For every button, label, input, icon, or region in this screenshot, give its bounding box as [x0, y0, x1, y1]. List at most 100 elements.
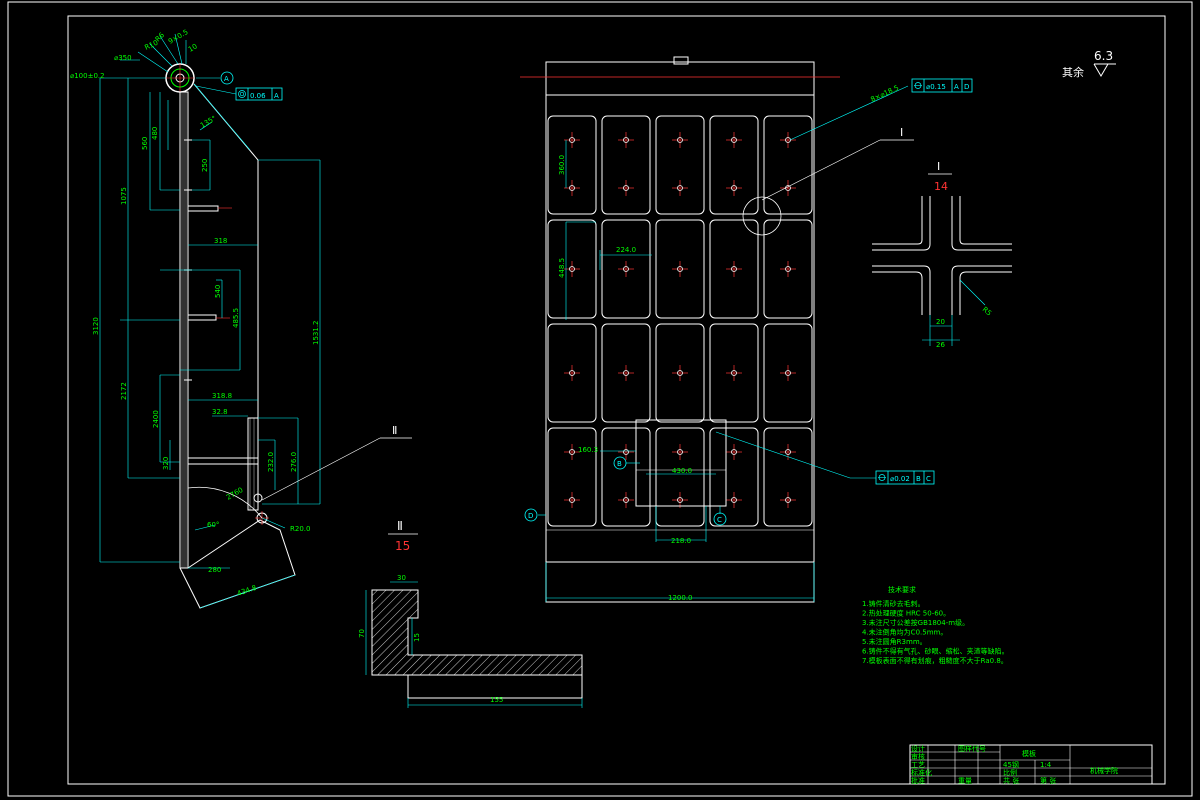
hole-mark [564, 261, 580, 277]
hole-mark [618, 132, 634, 148]
note-line: 7.模板表面不得有划痕，粗糙度不大于Ra0.8。 [862, 656, 1008, 665]
datum-a: A [224, 75, 229, 83]
hole-mark [564, 365, 580, 381]
roughness-prefix: 其余 [1062, 65, 1084, 79]
hole-mark [780, 444, 796, 460]
grid-cell [709, 323, 759, 423]
dim-1603: 160.3 [578, 446, 598, 454]
grid-cell [601, 115, 651, 215]
hole-mark [780, 261, 796, 277]
tb-material: 45钢 [1003, 760, 1019, 769]
callout-ii: Ⅱ [392, 424, 397, 437]
hole-mark [618, 365, 634, 381]
front-view: Ⅰ ⌀0.15 A D 8×⌀18.5 ⌀0.02 B C B C D [520, 56, 973, 603]
dim-2320: 232.0 [267, 452, 275, 472]
tb-quantity: 共 张 [1003, 776, 1019, 785]
grid-cell [547, 323, 597, 423]
note-line: 4.未注倒角均为C0.5mm。 [862, 628, 947, 637]
grid-cell [763, 115, 813, 215]
dim-318: 318 [214, 237, 227, 245]
detail-i-scale: 14 [934, 180, 948, 193]
tol-mid-value: ⌀0.02 [890, 475, 910, 483]
grid-cell [763, 323, 813, 423]
technical-notes: 技术要求 1.铸件清砂去毛刺。2.热处理硬度 HRC 50-60。3.未注尺寸公… [862, 585, 1009, 665]
dim-bottom: 1200.0 [668, 594, 693, 602]
tol-a-ref: A [274, 92, 279, 100]
detail-ii-30: 30 [397, 574, 406, 582]
dim-2172: 2172 [120, 382, 128, 400]
detail-i-label: Ⅰ [937, 160, 940, 173]
detail-ii: Ⅱ 15 30 70 15 155 [358, 519, 583, 708]
tb-checker: 审核 [911, 752, 925, 761]
hole-mark [672, 261, 688, 277]
hole-mark [780, 132, 796, 148]
grid-cell [655, 427, 705, 527]
grid-cell [547, 427, 597, 527]
detail-i-r5: R5 [981, 305, 993, 317]
hole-mark [672, 365, 688, 381]
dim-top: ⌀100±0.2 [70, 72, 105, 80]
dim-280: 280 [208, 566, 221, 574]
hole-mark [726, 261, 742, 277]
dim-480: 480 [151, 127, 159, 140]
dim-485: 485.5 [232, 308, 240, 328]
detail-ii-label: Ⅱ [397, 519, 403, 533]
hole-mark [618, 261, 634, 277]
hole-mark [564, 492, 580, 508]
dim-2180: 218.0 [671, 537, 691, 545]
hole-mark [726, 492, 742, 508]
detail-i-26: 26 [936, 341, 945, 349]
hole-mark [780, 180, 796, 196]
drawing-frame [67, 15, 1166, 785]
grid-cell [763, 219, 813, 319]
tb-sheet: 第 张 [1040, 776, 1056, 785]
dim-540: 540 [214, 285, 222, 298]
tol-a-value: 0.06 [250, 92, 266, 100]
dim-328: 32.8 [212, 408, 228, 416]
grid-cell [709, 427, 759, 527]
detail-i-20: 20 [936, 318, 945, 326]
leader-top: 8×⌀18.5 [869, 84, 900, 104]
note-line: 1.铸件清砂去毛刺。 [862, 599, 925, 608]
roughness-value: 6.3 [1094, 49, 1113, 63]
dim-1075: 1075 [120, 187, 128, 205]
side-view: ⌀100±0.2 ⌀350 R10 R6 9×0.5 10 560 480 25… [70, 28, 412, 609]
datum-b: B [617, 460, 622, 468]
hole-mark [618, 444, 634, 460]
grid-cell [763, 427, 813, 527]
notes-title: 技术要求 [888, 585, 916, 594]
hole-mark [564, 132, 580, 148]
detail-ii-15: 15 [413, 633, 421, 642]
note-line: 3.未注尺寸公差按GB1804-m级。 [862, 618, 969, 627]
tb-drawing-no: 图样代号 [958, 744, 986, 753]
hole-mark [672, 444, 688, 460]
title-block: 设计 审核 工艺 标准化 批准 模板 45钢 比例 1:4 共 张 第 张 图样… [909, 744, 1153, 785]
hole-mark [618, 492, 634, 508]
dim-r20: R20.0 [290, 525, 310, 533]
detail-i: Ⅰ 14 20 26 R5 [872, 160, 1012, 349]
dim-250: 250 [201, 159, 209, 172]
dim-2240: 224.0 [616, 246, 636, 254]
hole-mark [618, 180, 634, 196]
tb-part-name: 模板 [1022, 749, 1036, 758]
tol-top-ref1: A [954, 83, 959, 91]
grid-cell [709, 115, 759, 215]
hole-mark [564, 444, 580, 460]
hole-mark [780, 492, 796, 508]
tb-designer: 设计 [911, 744, 925, 753]
tb-scale-value: 1:4 [1040, 761, 1052, 769]
dim-3120: 3120 [92, 317, 100, 335]
note-line: 6.铸件不得有气孔、砂眼、缩松、夹渣等缺陷。 [862, 647, 1009, 656]
dim-phi: ⌀350 [114, 54, 132, 62]
tb-process: 工艺 [911, 761, 925, 769]
hole-mark [780, 365, 796, 381]
grid-cell [547, 219, 597, 319]
grid-cell [655, 323, 705, 423]
dim-4485: 448.5 [558, 258, 566, 278]
tol-mid-ref1: B [916, 475, 921, 483]
sheet-border [7, 1, 1193, 797]
grid-cell [601, 323, 651, 423]
dim-4348: 434.8 [236, 584, 258, 598]
grid-cell [709, 219, 759, 319]
